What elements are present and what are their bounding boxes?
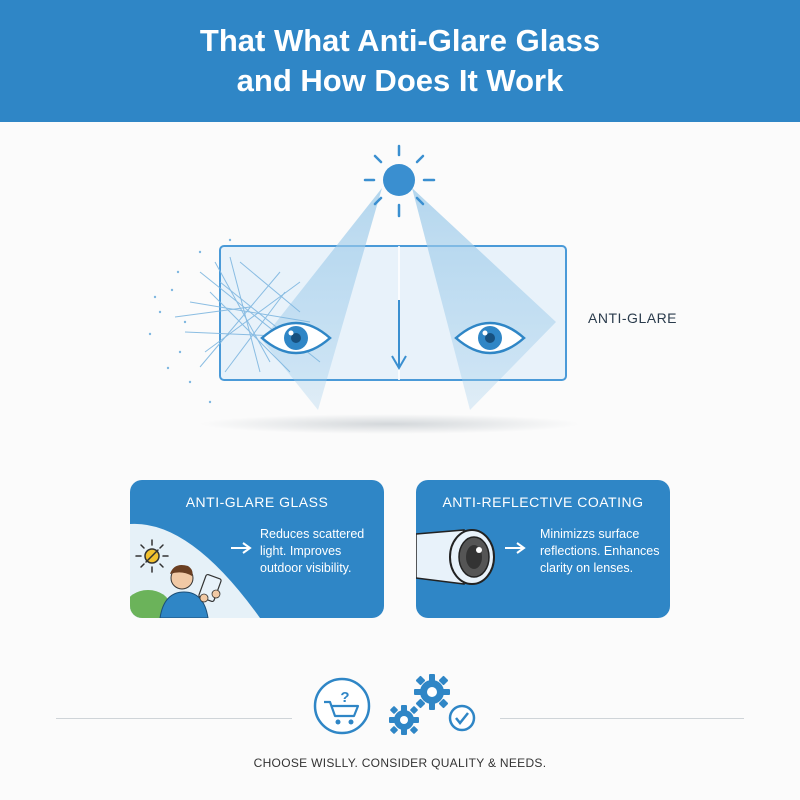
- card-description: Reduces scattered light. Improves outdoo…: [260, 527, 365, 575]
- down-arrow-icon: [391, 300, 407, 370]
- footer-icon-group: ?: [313, 674, 476, 735]
- anti-glare-label: ANTI-GLARE: [588, 310, 678, 326]
- page-title-line2: and How Does It Work: [236, 63, 564, 98]
- header-banner: That What Anti-Glare Glass and How Does …: [0, 0, 800, 122]
- lens-icon: [416, 529, 495, 585]
- page-title-line1: That What Anti-Glare Glass: [199, 23, 601, 58]
- card-description: Minimizzs surface reflections. Enhances …: [540, 527, 660, 575]
- card-anti-glare-glass: ANTI-GLARE GLASS Reduces scattered light…: [130, 480, 384, 618]
- divider-left: [56, 718, 292, 719]
- sun-glare-icon: [135, 539, 169, 573]
- eye-icon: [260, 321, 332, 355]
- divider-right: [500, 718, 744, 719]
- right-arrow-icon: [505, 542, 526, 554]
- card-anti-reflective-coating: ANTI-REFLECTIVE COATING Minimizzs surfac…: [416, 480, 670, 618]
- gear-icon: [389, 705, 419, 735]
- check-badge-icon: [448, 704, 476, 732]
- question-cart-icon: ?: [313, 677, 371, 735]
- eye-icon: [454, 321, 526, 355]
- glass-diagram: [148, 144, 580, 434]
- footer-tagline: CHOOSE WISLLY. CONSIDER QUALITY & NEEDS.: [253, 756, 547, 770]
- card-title: ANTI-GLARE GLASS: [185, 494, 329, 510]
- right-arrow-icon: [231, 542, 252, 554]
- outdoor-person-illustration: [130, 523, 260, 618]
- light-beam-right: [412, 188, 556, 410]
- gear-icon: [414, 674, 450, 710]
- hero-illustration: ANTI-GLARE: [0, 122, 800, 462]
- card-title: ANTI-REFLECTIVE COATING: [442, 494, 644, 510]
- light-beam-left: [262, 188, 382, 410]
- sun-icon: [363, 144, 436, 218]
- scatter-dots: [148, 238, 232, 404]
- svg-text:?: ?: [340, 689, 349, 706]
